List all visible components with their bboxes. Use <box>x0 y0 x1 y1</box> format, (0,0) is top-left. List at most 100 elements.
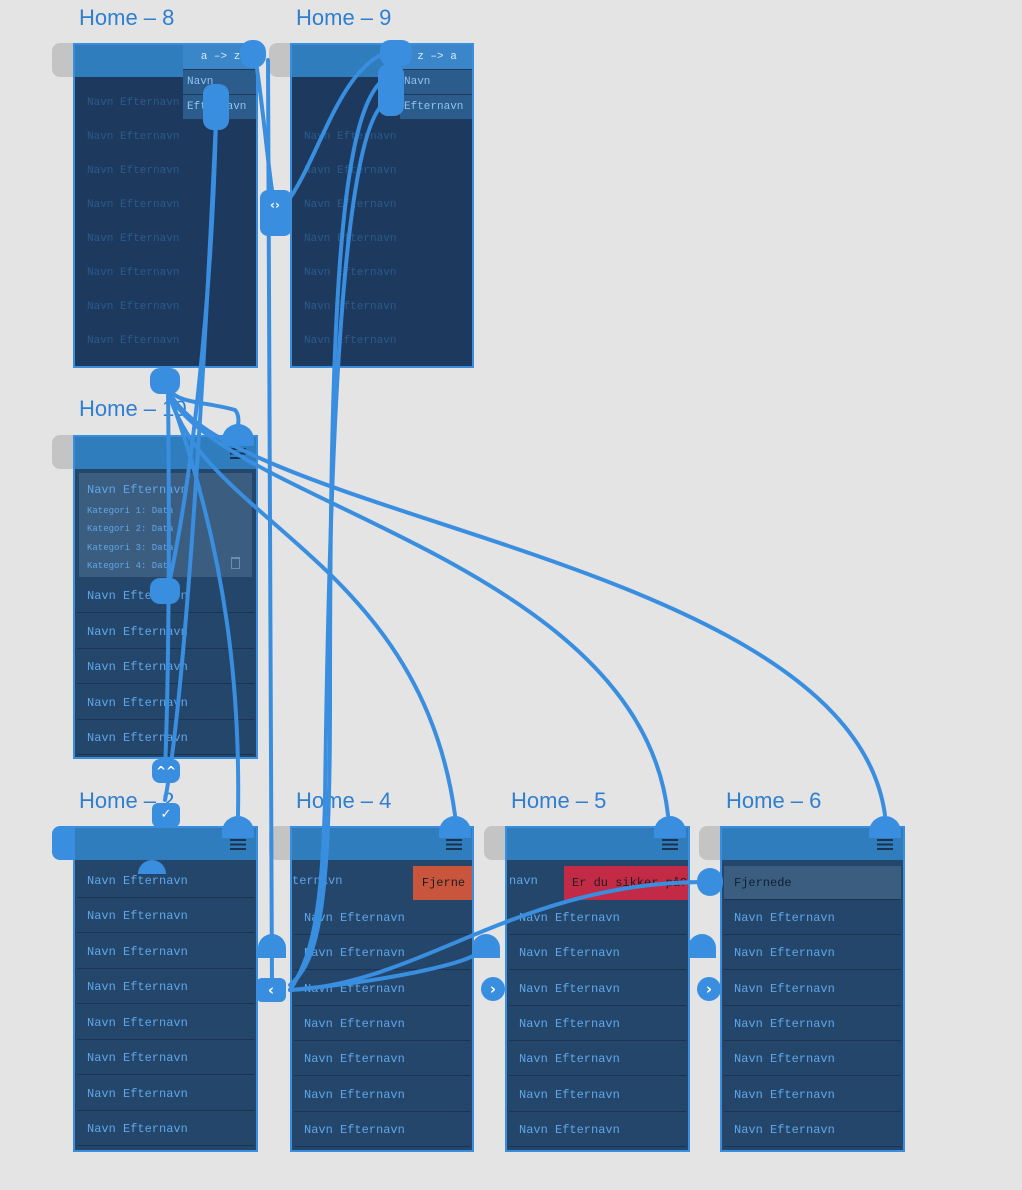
wire-handle[interactable] <box>240 40 266 68</box>
list-item[interactable]: Navn Efternavn <box>724 1042 901 1076</box>
chevron-up-icon[interactable]: ^^ <box>152 759 180 783</box>
menu-icon[interactable] <box>230 839 246 850</box>
wire-handle[interactable] <box>472 934 500 958</box>
wire-home10-to-home6 <box>166 388 887 817</box>
list-item: Navn Efternavn <box>87 131 180 143</box>
category-line: Kategori 1: Data <box>87 506 174 516</box>
list-item[interactable]: Navn Efternavn <box>77 899 254 933</box>
wire-handle[interactable] <box>150 578 180 604</box>
wire-home10-to-home5 <box>166 388 670 817</box>
artboard-tab <box>484 826 506 860</box>
list-item: Navn Efternavn <box>304 131 397 143</box>
checkmark-icon[interactable]: ✓ <box>152 803 180 827</box>
list-item[interactable]: Navn Efternavn <box>509 936 686 970</box>
list-item: Navn Efternavn <box>304 301 397 313</box>
list-item[interactable]: Navn Efternavn <box>77 1112 254 1146</box>
menu-icon[interactable] <box>877 839 893 850</box>
sort-option-navn[interactable]: Navn <box>400 70 472 95</box>
list-item: Navn Efternavn <box>87 267 180 279</box>
list-item[interactable]: Navn Efternavn <box>724 1078 901 1112</box>
wire-handle[interactable] <box>138 860 166 874</box>
wire-handle[interactable] <box>150 368 180 394</box>
list-item[interactable]: Navn Efternavn <box>724 1113 901 1147</box>
list-item[interactable]: Navn Efternavn <box>509 901 686 935</box>
list-item[interactable]: Navn Efternavn <box>294 901 470 935</box>
wire-home8-sort <box>253 53 277 207</box>
wire-handle[interactable] <box>380 40 412 66</box>
list-item[interactable]: Navn Efternavn <box>509 1007 686 1041</box>
artboard-title-home-5[interactable]: Home – 5 <box>511 788 607 813</box>
list-item[interactable]: Navn Efternavn <box>77 650 254 684</box>
artboard-title-home-9[interactable]: Home – 9 <box>296 5 392 30</box>
list-item[interactable]: Navn Efternavn <box>294 1113 470 1147</box>
list-item[interactable]: Navn Efternavn <box>509 1113 686 1147</box>
sort-option-efternavn[interactable]: Efternavn <box>400 95 472 120</box>
list-item[interactable]: Navn Efternavn <box>724 1007 901 1041</box>
list-item[interactable]: Navn Efternavn <box>509 1042 686 1076</box>
menu-icon[interactable] <box>446 839 462 850</box>
list-item: Navn Efternavn <box>304 267 397 279</box>
artboard-title-home-8[interactable]: Home – 8 <box>79 5 175 30</box>
list-item[interactable]: Navn Efternavn <box>724 936 901 970</box>
category-line: Kategori 2: Data <box>87 524 174 534</box>
artboard-home-5: navn Er du sikker på? Navn Efternavn Nav… <box>505 826 690 1152</box>
list-item[interactable]: Navn Efternavn <box>77 615 254 649</box>
chevron-right-icon[interactable]: › <box>697 977 721 1001</box>
swiped-row-text: ternavn <box>292 874 343 888</box>
wire-home10-to-home2 <box>163 388 171 772</box>
list-item: Navn Efternavn <box>87 335 180 347</box>
menu-icon[interactable] <box>662 839 678 850</box>
expanded-person-card[interactable]: Navn Efternavn Kategori 1: Data Kategori… <box>79 473 252 577</box>
wire-handle[interactable] <box>378 64 404 116</box>
wire-handle[interactable] <box>688 934 716 958</box>
remove-button[interactable]: Fjerne <box>413 866 472 900</box>
wire-handle[interactable] <box>869 816 901 838</box>
artboard-tab <box>699 826 721 860</box>
list-item: Navn Efternavn <box>87 97 180 109</box>
wire-home10-to-home2b <box>166 388 241 817</box>
artboard-home-2: Navn Efternavn Navn Efternavn Navn Efter… <box>73 826 258 1152</box>
list-item[interactable]: Navn Efternavn <box>77 970 254 1004</box>
list-item: Navn Efternavn <box>87 165 180 177</box>
list-item[interactable]: Navn Efternavn <box>294 1078 470 1112</box>
list-item[interactable]: Navn Efternavn <box>77 1006 254 1040</box>
list-item[interactable]: Navn Efternavn <box>724 901 901 935</box>
wire-handle[interactable] <box>697 868 723 896</box>
sort-toggle-icon[interactable]: ‹› <box>260 193 290 217</box>
wire-handle[interactable] <box>439 816 471 838</box>
list-item[interactable]: Navn Efternavn <box>294 1042 470 1076</box>
list-item[interactable]: Navn Efternavn <box>294 1007 470 1041</box>
chevron-right-icon[interactable]: › <box>481 977 505 1001</box>
artboard-home-6: Fjernede Navn Efternavn Navn Efternavn N… <box>720 826 905 1152</box>
sort-order-label[interactable]: a –> z <box>183 45 256 70</box>
sort-dropdown[interactable]: z –> a Navn Efternavn <box>400 45 472 120</box>
list-item[interactable]: Navn Efternavn <box>77 1077 254 1111</box>
list-item: Navn Efternavn <box>304 199 397 211</box>
person-name: Navn Efternavn <box>87 483 188 497</box>
wire-home9-3 <box>288 98 392 992</box>
wire-handle[interactable] <box>203 84 229 130</box>
confirm-remove-button[interactable]: Er du sikker på? <box>564 866 688 900</box>
list-item[interactable]: Navn Efternavn <box>509 972 686 1006</box>
wire-handle[interactable] <box>654 816 686 838</box>
home-artboard-tab <box>52 826 74 860</box>
list-item[interactable]: Navn Efternavn <box>724 972 901 1006</box>
chevron-left-icon[interactable]: ‹ <box>256 978 286 1002</box>
list-item: Navn Efternavn <box>87 199 180 211</box>
wire-handle[interactable] <box>222 424 254 446</box>
artboard-tab <box>269 43 291 77</box>
swiped-row-text: navn <box>509 874 538 888</box>
list-item[interactable]: Navn Efternavn <box>77 864 254 898</box>
list-item[interactable]: Navn Efternavn <box>77 1041 254 1075</box>
wire-home9-2 <box>288 73 394 987</box>
wire-handle[interactable] <box>258 934 286 958</box>
artboard-title-home-6[interactable]: Home – 6 <box>726 788 822 813</box>
wire-handle[interactable] <box>222 816 254 838</box>
artboard-title-home-4[interactable]: Home – 4 <box>296 788 392 813</box>
sort-order-label[interactable]: z –> a <box>400 45 472 70</box>
list-item: Navn Efternavn <box>304 335 397 347</box>
list-item[interactable]: Navn Efternavn <box>509 1078 686 1112</box>
list-item[interactable]: Navn Efternavn <box>77 935 254 969</box>
trash-icon[interactable] <box>231 557 240 569</box>
